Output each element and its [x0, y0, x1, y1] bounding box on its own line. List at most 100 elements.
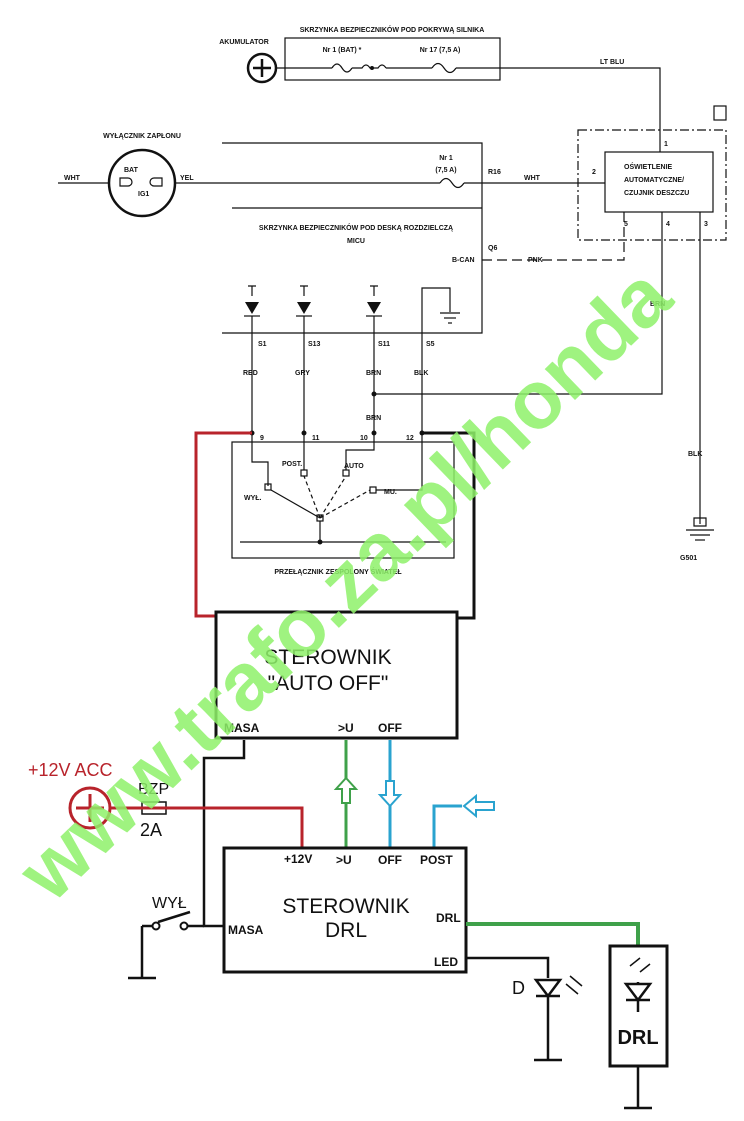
switch-wire-wyl — [251, 433, 269, 486]
ignition-switch-label: WYŁĄCZNIK ZAPŁONU — [103, 133, 181, 140]
wire-green-drl — [466, 922, 640, 946]
bzp-label: BZP — [138, 781, 169, 798]
wire-blue-post — [432, 804, 462, 848]
contact-auto — [342, 469, 350, 477]
off-bottom-label: OFF — [378, 853, 402, 867]
wire-brn-to-sensor — [374, 212, 663, 395]
engine-fuse-box — [284, 37, 501, 81]
auto-label: AUTO — [344, 463, 364, 470]
diode-s11 — [366, 285, 382, 317]
mu-label: MU. — [384, 489, 397, 496]
yel-label: YEL — [180, 175, 194, 182]
contact-wyl — [264, 483, 272, 491]
fuse-bat-icon — [331, 63, 387, 73]
s13-label: S13 — [308, 341, 321, 348]
pin5-label: 5 — [624, 221, 628, 228]
fuse-1-icon — [439, 177, 465, 189]
dash-fuse-box — [222, 142, 483, 334]
wht-right-label: WHT — [524, 175, 541, 182]
battery-label: AKUMULATOR — [219, 39, 269, 46]
ignition-switch-icon — [107, 148, 177, 218]
wire-lt-blu — [456, 67, 661, 135]
acc-label: +12V ACC — [28, 760, 113, 780]
blk-label: BLK — [414, 370, 428, 377]
off-top-label: OFF — [378, 721, 402, 735]
s1-label: S1 — [258, 341, 267, 348]
fuse-17-label: Nr 17 (7,5 A) — [420, 47, 461, 54]
s11-label: S11 — [378, 341, 390, 348]
wire-masa-ground — [202, 740, 246, 928]
light-switch-label: PRZEŁĄCZNIK ZESPOLONY ŚWIATEŁ — [274, 567, 402, 576]
diode-s13 — [296, 285, 312, 317]
u-top-label: >U — [338, 721, 354, 735]
drl-led-icon — [623, 957, 653, 1012]
switch-wire-auto — [345, 433, 375, 470]
drl-controller — [222, 846, 468, 974]
wyl-switch-icon — [128, 910, 204, 980]
pin2-label: 2 — [592, 169, 596, 176]
ignition-ig1-contact — [149, 177, 163, 187]
s5-ground-wire — [421, 287, 451, 433]
post-small-label: POST. — [282, 461, 302, 468]
wire-red-to-controller — [194, 431, 252, 618]
fuse-bat-label: Nr 1 (BAT) * — [323, 47, 362, 54]
auto-off-title-2: "AUTO OFF" — [268, 672, 389, 695]
wht-left-label: WHT — [64, 175, 81, 182]
wire-black-to-controller — [422, 431, 476, 620]
arrow-left-icon — [462, 793, 495, 819]
wire-red-12v — [110, 806, 304, 848]
light-switch-box — [231, 441, 455, 559]
p12v-label: +12V — [284, 852, 312, 866]
diode-d-icon — [533, 975, 583, 999]
ground-icon-micu — [440, 312, 460, 324]
terminal-11 — [301, 430, 307, 436]
d-label: D — [512, 978, 525, 998]
wyl-small-label: WYŁ. — [244, 495, 262, 502]
pin3-label: 3 — [704, 221, 708, 228]
drl-ctrl-title-1: STEROWNIK — [282, 895, 409, 918]
lt-blu-label: LT BLU — [600, 59, 624, 66]
brn-label: BRN — [366, 370, 381, 377]
fuse-2a-label: 2A — [140, 820, 162, 840]
masa-top-label: MASA — [224, 721, 260, 735]
bcan-label: B-CAN — [452, 257, 475, 264]
t12-label: 12 — [406, 435, 414, 442]
diode-s1 — [244, 285, 260, 317]
fuse-17-icon — [431, 62, 457, 74]
drl-pin-label: DRL — [436, 911, 461, 925]
pin1-label: 1 — [664, 141, 668, 148]
brn-junction-label: BRN — [366, 415, 381, 422]
drl-ctrl-title-2: DRL — [325, 919, 367, 942]
gry-label: GRY — [295, 370, 310, 377]
drl-lamp-label: DRL — [617, 1027, 658, 1049]
auto-off-controller — [214, 610, 459, 740]
sensor-outline — [577, 129, 727, 241]
ignition-bat-contact — [119, 177, 133, 187]
auto-off-title-1: STEROWNIK — [264, 646, 391, 669]
micu-label: MICU — [347, 238, 365, 245]
wyl-label: WYŁ — [152, 895, 187, 912]
fuse-bat-dot — [370, 66, 374, 70]
t11-label: 11 — [312, 435, 320, 442]
blk-vertical-label: BLK — [688, 451, 702, 458]
arrow-up-icon — [333, 776, 359, 804]
sensor-corner-mark — [713, 105, 727, 121]
sensor-label-2: AUTOMATYCZNE/ — [624, 177, 684, 184]
engine-fuse-box-label: SKRZYNKA BEZPIECZNIKÓW POD POKRYWĄ SILNI… — [300, 25, 485, 34]
ground-icon-g501 — [686, 517, 714, 541]
pin4-label: 4 — [666, 221, 670, 228]
g501-label: G501 — [680, 555, 697, 562]
sensor-label-3: CZUJNIK DESZCZU — [624, 190, 689, 197]
ig1-label: IG1 — [138, 191, 149, 198]
q6-label: Q6 — [488, 245, 497, 252]
post-label: POST — [420, 853, 453, 867]
bat-label: BAT — [124, 167, 139, 174]
switch-lever — [240, 475, 446, 545]
t10-label: 10 — [360, 435, 368, 442]
brn-vertical-label: BRN — [650, 301, 665, 308]
r16-label: R16 — [488, 169, 501, 176]
sensor-box — [604, 151, 714, 213]
fuse-1-label-2: (7,5 A) — [435, 167, 456, 174]
t9-label: 9 — [260, 435, 264, 442]
